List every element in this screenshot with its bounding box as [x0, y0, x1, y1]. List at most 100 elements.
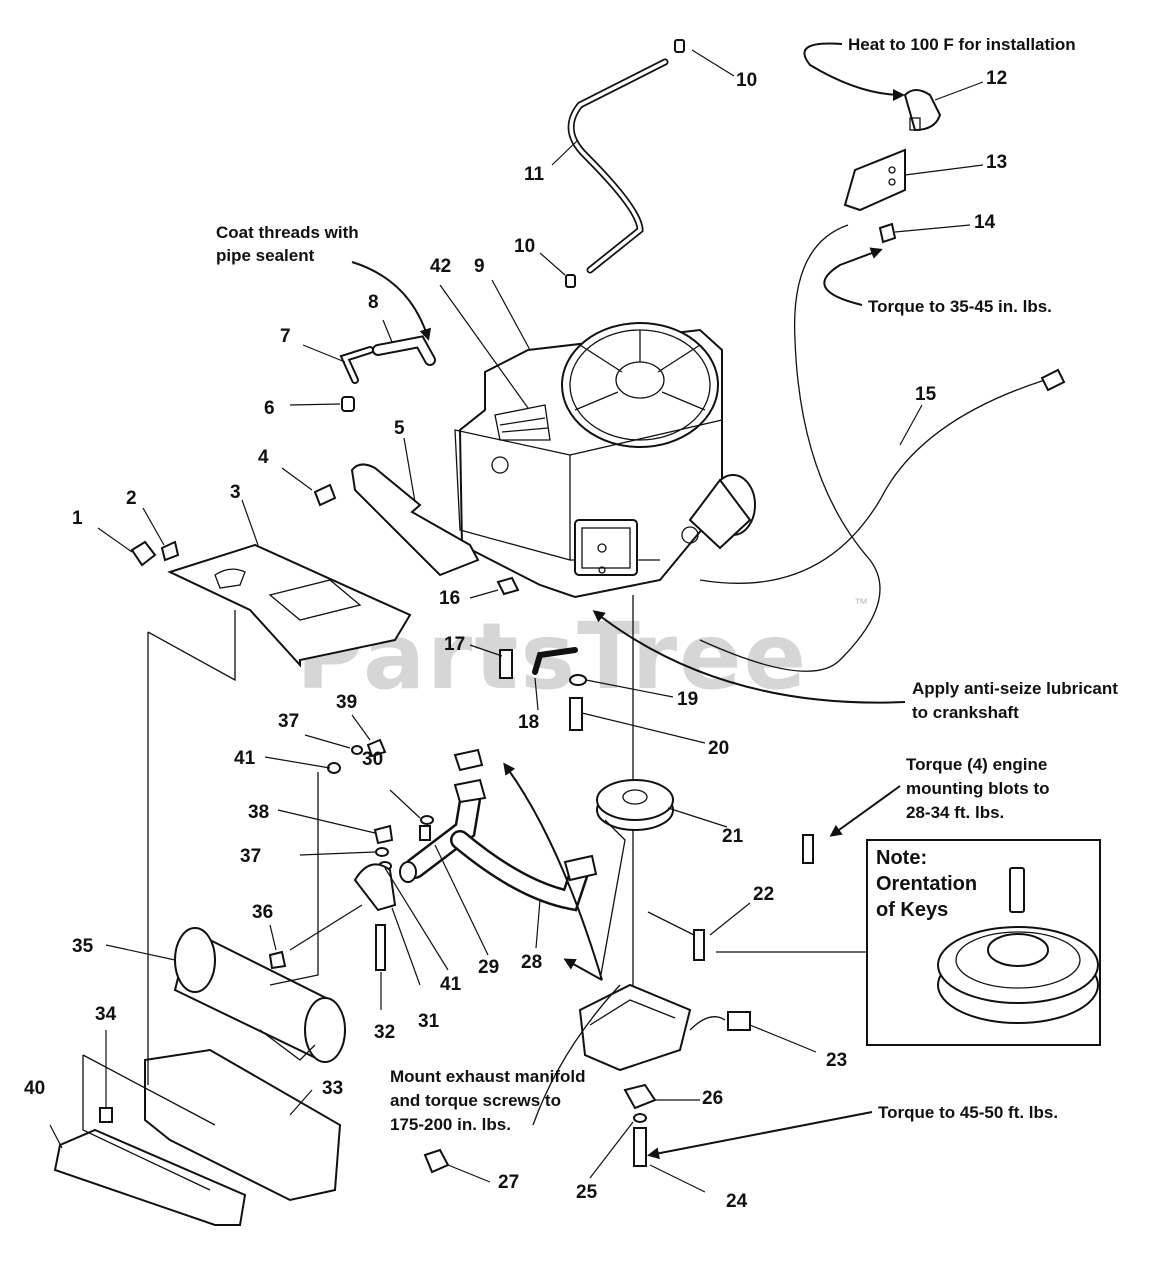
part-number-5: 5 — [394, 418, 405, 439]
washer-19 — [569, 674, 587, 686]
bolt-20 — [569, 697, 583, 731]
torque-24-arrow — [647, 1111, 873, 1160]
manifold-note-line1: Mount exhaust manifold — [390, 1067, 586, 1086]
plate-5 — [350, 463, 480, 577]
part-number-28: 28 — [521, 952, 542, 973]
engine-bolts-arrow — [829, 785, 901, 837]
nut-38 — [373, 824, 394, 845]
engine-bolts-note-line1: Torque (4) engine — [906, 755, 1047, 774]
throttle-knob-12 — [903, 89, 942, 132]
trademark-symbol: ™ — [854, 595, 868, 611]
part-number-27: 27 — [498, 1172, 519, 1193]
muffler-35 — [173, 927, 346, 1063]
part-number-11: 11 — [524, 164, 545, 185]
part-number-22: 22 — [753, 884, 774, 905]
throttle-cable — [699, 224, 881, 672]
nut-16 — [496, 576, 520, 596]
antiseize-arrow — [592, 610, 906, 704]
coat-note-line2: pipe sealent — [216, 246, 315, 265]
part-number-34: 34 — [95, 1004, 117, 1025]
fitting-6 — [341, 396, 355, 412]
part-number-29: 29 — [478, 957, 499, 978]
part-number-41-bottom: 41 — [440, 974, 462, 995]
assembly-line-36 — [289, 904, 363, 951]
washer-37a — [351, 745, 363, 755]
part-number-24: 24 — [726, 1191, 748, 1212]
guard-40 — [53, 1128, 247, 1226]
key-22 — [693, 929, 705, 961]
washer-37b — [375, 847, 389, 857]
engine-mount-bolt — [802, 834, 814, 864]
torque-14-arrow — [823, 247, 883, 306]
screw-14 — [878, 222, 897, 244]
screw-2 — [160, 540, 180, 562]
part-number-12: 12 — [986, 68, 1007, 89]
part-number-14: 14 — [974, 212, 996, 233]
assembly-line-manifold — [599, 819, 626, 981]
part-number-9: 9 — [474, 256, 485, 277]
antiseize-note-line1: Apply anti-seize lubricant — [912, 679, 1118, 698]
washer-30 — [420, 815, 434, 825]
pulley-21 — [596, 779, 674, 831]
note-line-2: Orentation — [876, 873, 977, 895]
exhaust-manifold-28 — [399, 778, 598, 912]
part-number-40: 40 — [24, 1078, 45, 1099]
nut-1 — [130, 540, 157, 567]
bracket-18 — [532, 647, 578, 675]
heat-shield-33 — [144, 1048, 342, 1202]
gasket-top — [453, 748, 484, 772]
assembly-line-41 — [269, 772, 319, 986]
part-number-10-top: 10 — [736, 70, 757, 91]
part-number-25: 25 — [576, 1182, 598, 1203]
part-number-8: 8 — [368, 292, 379, 313]
assembly-line-22 — [647, 911, 695, 936]
part-number-10-bottom: 10 — [514, 236, 535, 257]
assembly-line-34 — [82, 1054, 216, 1191]
clutch-23 — [578, 983, 751, 1072]
part-number-35: 35 — [72, 936, 94, 957]
engine-bolts-note-line2: mounting blots to — [906, 779, 1050, 798]
coat-note-line1: Coat threads with — [216, 223, 359, 242]
part-number-38: 38 — [248, 802, 269, 823]
heat-arrow — [803, 42, 905, 101]
washer-26 — [623, 1083, 657, 1110]
part-number-17: 17 — [444, 634, 465, 655]
note-box: Note: Orentation of Keys — [716, 839, 1101, 1046]
engine-bolts-note-line3: 28-34 ft. lbs. — [906, 803, 1004, 822]
part-number-2: 2 — [126, 488, 137, 509]
part-number-15: 15 — [915, 384, 937, 405]
part-number-26: 26 — [702, 1088, 723, 1109]
clamp-10-top — [674, 39, 685, 53]
bolt-39 — [366, 738, 387, 758]
part-number-4: 4 — [258, 447, 269, 468]
assembly-line-manifold-text — [532, 984, 621, 1126]
manifold-note-line3: 175-200 in. lbs. — [390, 1115, 511, 1134]
note-line-3: of Keys — [876, 899, 948, 921]
manifold-note-line2: and torque screws to — [390, 1091, 561, 1110]
heat-note: Heat to 100 F for installation — [848, 35, 1076, 54]
fuel-line-11 — [567, 58, 669, 274]
part-number-39: 39 — [336, 692, 357, 713]
part-number-41-top: 41 — [234, 748, 256, 769]
washer-25 — [633, 1113, 647, 1123]
screw-4 — [313, 483, 337, 507]
part-number-3: 3 — [230, 482, 241, 503]
torque-24-note: Torque to 45-50 ft. lbs. — [878, 1103, 1058, 1122]
part-number-42: 42 — [430, 256, 451, 277]
part-number-20: 20 — [708, 738, 729, 759]
cable-15 — [699, 379, 1046, 584]
part-number-32: 32 — [374, 1022, 395, 1043]
bolt-17 — [499, 649, 513, 679]
part-number-1: 1 — [72, 508, 83, 529]
bolt-32 — [375, 924, 386, 971]
torque-14-note: Torque to 35-45 in. lbs. — [868, 297, 1052, 316]
part-number-18: 18 — [518, 712, 539, 733]
nut-27 — [423, 1148, 450, 1174]
part-number-13: 13 — [986, 152, 1007, 173]
bracket-31 — [353, 863, 397, 912]
part-number-31: 31 — [418, 1011, 440, 1032]
bolt-24 — [633, 1127, 647, 1167]
clip-34 — [99, 1107, 113, 1123]
part-number-7: 7 — [280, 326, 291, 347]
